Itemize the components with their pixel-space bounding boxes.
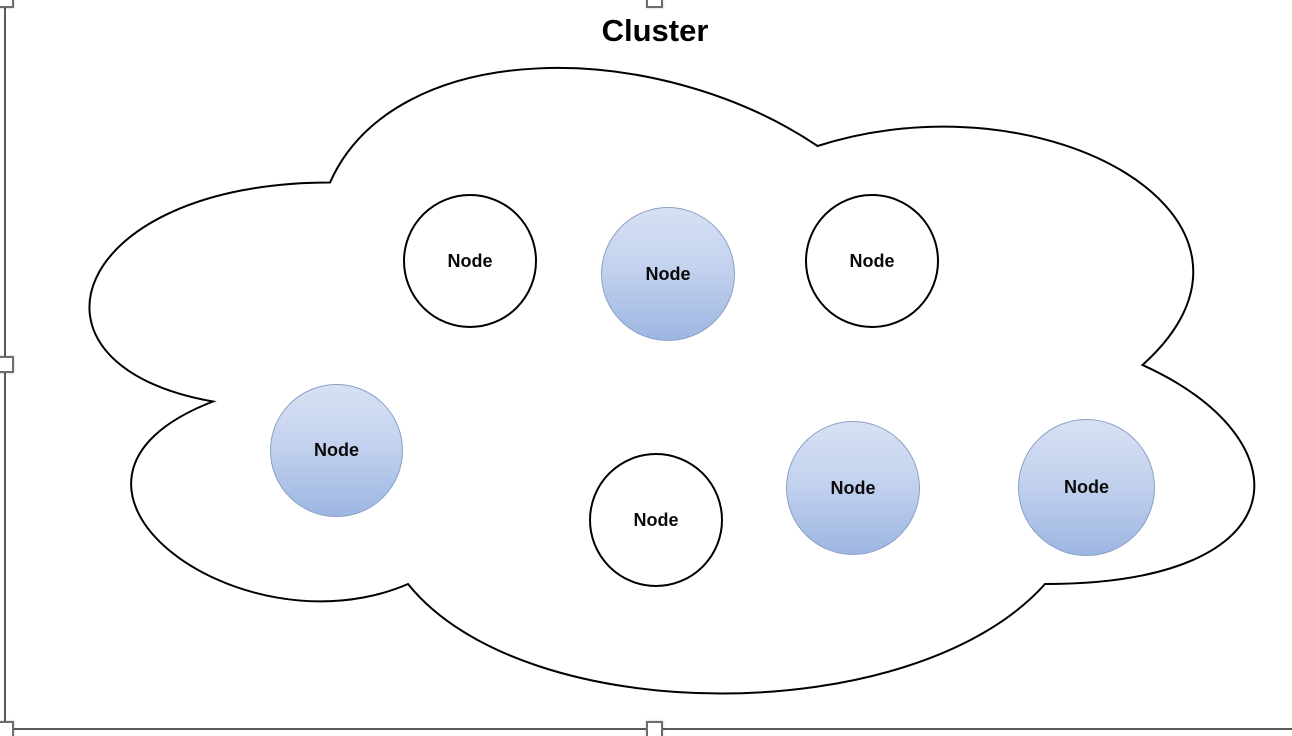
cluster-label: Cluster <box>601 13 709 48</box>
node-shape-top-right[interactable]: Node <box>805 194 939 328</box>
resize-handle-middle-left[interactable] <box>0 356 14 373</box>
node-label: Node <box>830 477 876 498</box>
node-shape-bottom-right-outer[interactable]: Node <box>1018 419 1155 556</box>
resize-handle-top-center[interactable] <box>646 0 663 8</box>
node-label: Node <box>1064 477 1109 497</box>
node-shape-bottom-right-inner[interactable]: Node <box>786 421 920 555</box>
cloud-outline[interactable] <box>88 67 1256 695</box>
node-shape-top-left[interactable]: Node <box>403 194 537 328</box>
resize-handle-bottom-center[interactable] <box>646 721 663 736</box>
node-label: Node <box>633 509 679 530</box>
node-shape-bottom-middle[interactable]: Node <box>589 453 723 587</box>
node-label: Node <box>849 250 895 271</box>
node-label: Node <box>645 263 691 284</box>
node-shape-top-middle[interactable]: Node <box>601 207 735 341</box>
node-shape-middle-left[interactable]: Node <box>270 384 403 517</box>
resize-handle-top-left[interactable] <box>0 0 14 8</box>
resize-handle-bottom-left[interactable] <box>0 721 14 736</box>
node-label: Node <box>447 250 493 271</box>
node-label: Node <box>314 440 359 460</box>
